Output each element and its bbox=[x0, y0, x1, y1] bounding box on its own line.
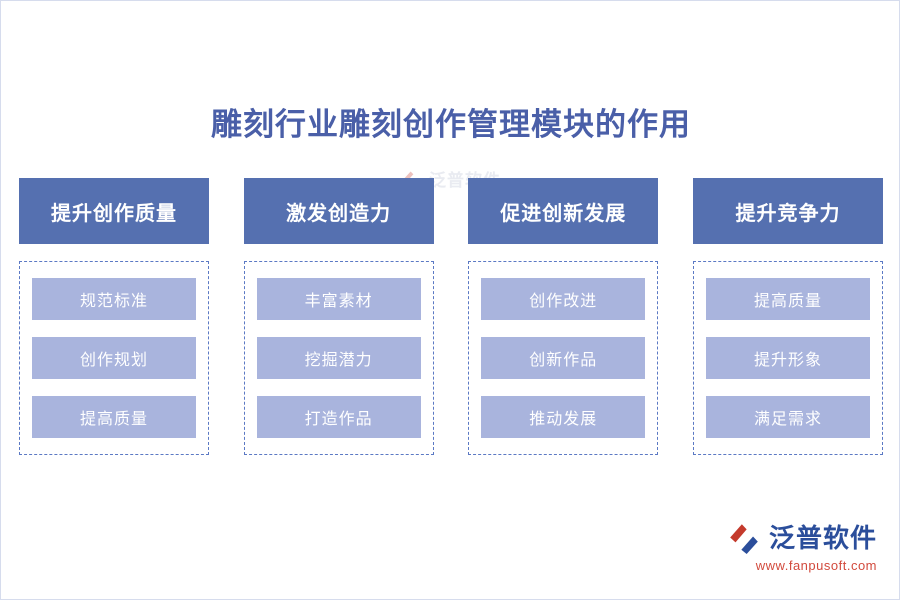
logo-name: 泛普软件 bbox=[768, 523, 877, 553]
list-item: 推动发展 bbox=[481, 396, 646, 438]
list-item: 规范标准 bbox=[32, 278, 196, 320]
list-item: 提高质量 bbox=[32, 396, 196, 438]
list-item: 满足需求 bbox=[705, 396, 870, 438]
column-body: 丰富素材 挖掘潜力 打造作品 bbox=[243, 261, 434, 455]
column-header: 提升竞争力 bbox=[692, 178, 883, 244]
logo-row: 泛普软件 bbox=[727, 518, 877, 555]
brand-logo: 泛普软件 www.fanpusoft.com bbox=[727, 518, 877, 573]
column-2: 激发创造力 丰富素材 挖掘潜力 打造作品 bbox=[243, 178, 434, 455]
page-title: 雕刻行业雕刻创作管理模块的作用 bbox=[211, 107, 691, 142]
fanpu-logo-icon bbox=[727, 520, 761, 554]
column-4: 提升竞争力 提高质量 提升形象 满足需求 bbox=[692, 178, 883, 455]
column-1: 提升创作质量 规范标准 创作规划 提高质量 bbox=[19, 178, 209, 455]
list-item: 提高质量 bbox=[705, 278, 870, 320]
column-body: 提高质量 提升形象 满足需求 bbox=[692, 261, 883, 455]
column-body: 创作改进 创新作品 推动发展 bbox=[468, 261, 659, 455]
list-item: 打造作品 bbox=[256, 396, 421, 438]
column-3: 促进创新发展 创作改进 创新作品 推动发展 bbox=[468, 178, 659, 455]
list-item: 创作改进 bbox=[481, 278, 646, 320]
column-header: 激发创造力 bbox=[243, 178, 434, 244]
column-header: 促进创新发展 bbox=[468, 178, 659, 244]
list-item: 丰富素材 bbox=[256, 278, 421, 320]
column-header: 提升创作质量 bbox=[19, 178, 209, 244]
list-item: 挖掘潜力 bbox=[256, 337, 421, 379]
column-group: 提升创作质量 规范标准 创作规划 提高质量 激发创造力 丰富素材 挖掘潜力 打造… bbox=[19, 178, 883, 455]
list-item: 创新作品 bbox=[481, 337, 646, 379]
logo-url: www.fanpusoft.com bbox=[755, 558, 877, 573]
list-item: 提升形象 bbox=[705, 337, 870, 379]
list-item: 创作规划 bbox=[32, 337, 196, 379]
column-body: 规范标准 创作规划 提高质量 bbox=[19, 261, 209, 455]
